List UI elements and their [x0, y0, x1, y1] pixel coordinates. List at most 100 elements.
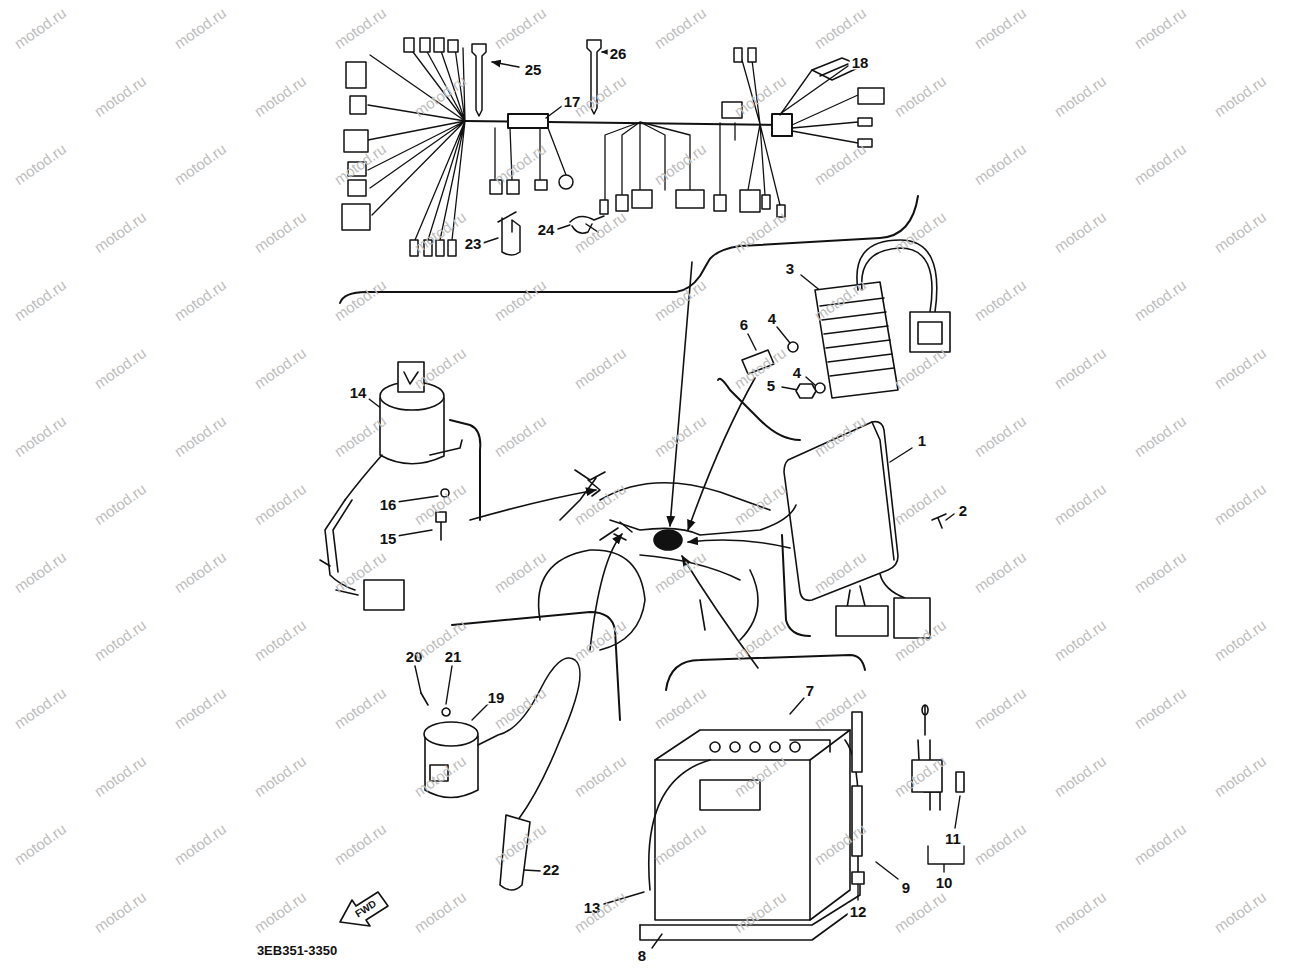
callout-number: 22 [541, 862, 562, 877]
watermark: motod.ru [251, 617, 308, 663]
watermark: motod.ru [651, 685, 708, 731]
callout-number: 26 [608, 46, 629, 61]
watermark: motod.ru [491, 821, 548, 867]
callout-number: 12 [848, 904, 869, 919]
watermark: motod.ru [1131, 277, 1188, 323]
callout-number: 6 [738, 317, 750, 332]
watermark: motod.ru [811, 5, 868, 51]
watermark: motod.ru [11, 277, 68, 323]
watermark: motod.ru [91, 209, 148, 255]
watermark: motod.ru [1211, 753, 1268, 799]
watermark: motod.ru [1131, 141, 1188, 187]
watermark: motod.ru [811, 141, 868, 187]
watermark: motod.ru [571, 209, 628, 255]
watermark: motod.ru [11, 5, 68, 51]
callout-number: 25 [523, 62, 544, 77]
watermark: motod.ru [91, 617, 148, 663]
location-arrows [470, 262, 790, 668]
callout-number: 11 [943, 831, 963, 846]
watermark: motod.ru [11, 549, 68, 595]
callout-number: 24 [536, 222, 557, 237]
watermark: motod.ru [1211, 617, 1268, 663]
watermark: motod.ru [91, 481, 148, 527]
callout-number: 2 [957, 503, 969, 518]
watermark: motod.ru [11, 821, 68, 867]
watermark: motod.ru [651, 277, 708, 323]
watermark: motod.ru [891, 889, 948, 935]
watermark: motod.ru [971, 685, 1028, 731]
watermark: motod.ru [1051, 209, 1108, 255]
watermark: motod.ru [571, 889, 628, 935]
watermark: motod.ru [971, 5, 1028, 51]
watermark: motod.ru [1131, 5, 1188, 51]
watermark: motod.ru [571, 753, 628, 799]
watermark: motod.ru [891, 617, 948, 663]
cdi-unit [784, 422, 946, 638]
callout-number: 1 [916, 433, 928, 448]
watermark: motod.ru [811, 277, 868, 323]
watermark: motod.ru [811, 821, 868, 867]
watermark: motod.ru [171, 821, 228, 867]
watermark: motod.ru [651, 413, 708, 459]
watermark: motod.ru [811, 413, 868, 459]
watermark: motod.ru [1131, 549, 1188, 595]
callout-number: 14 [348, 385, 369, 400]
watermark: motod.ru [251, 209, 308, 255]
watermark: motod.ru [11, 685, 68, 731]
harness-sleeve [508, 114, 548, 128]
watermark: motod.ru [411, 209, 468, 255]
callout-number: 4 [766, 311, 778, 326]
watermark: motod.ru [1131, 821, 1188, 867]
watermark: motod.ru [251, 345, 308, 391]
watermark: motod.ru [891, 345, 948, 391]
watermark: motod.ru [171, 549, 228, 595]
watermark: motod.ru [731, 481, 788, 527]
watermark: motod.ru [171, 5, 228, 51]
watermark: motod.ru [651, 821, 708, 867]
watermark: motod.ru [11, 413, 68, 459]
watermark: motod.ru [731, 345, 788, 391]
watermark: motod.ru [651, 5, 708, 51]
battery [640, 705, 964, 940]
watermark: motod.ru [891, 753, 948, 799]
watermark: motod.ru [1131, 413, 1188, 459]
watermark: motod.ru [1051, 617, 1108, 663]
watermark: motod.ru [1051, 481, 1108, 527]
callout-number: 19 [486, 690, 507, 705]
watermark: motod.ru [731, 209, 788, 255]
watermark: motod.ru [251, 481, 308, 527]
watermark: motod.ru [411, 73, 468, 119]
watermark: motod.ru [331, 141, 388, 187]
watermark: motod.ru [1051, 73, 1108, 119]
watermark: motod.ru [251, 753, 308, 799]
callout-number: 7 [804, 683, 816, 698]
watermark: motod.ru [251, 73, 308, 119]
watermark: motod.ru [571, 481, 628, 527]
diagram-code: 3EB351-3350 [255, 944, 339, 957]
watermark: motod.ru [971, 821, 1028, 867]
watermark: motod.ru [171, 413, 228, 459]
watermark: motod.ru [171, 685, 228, 731]
callout-number: 4 [791, 365, 803, 380]
leader-lines [369, 52, 964, 948]
watermark: motod.ru [891, 209, 948, 255]
watermark: motod.ru [1211, 209, 1268, 255]
watermark: motod.ru [171, 277, 228, 323]
harness-wires [368, 48, 858, 240]
watermark: motod.ru [1211, 889, 1268, 935]
watermark: motod.ru [731, 753, 788, 799]
callout-number: 16 [378, 497, 399, 512]
callout-number: 3 [784, 261, 796, 276]
watermark: motod.ru [491, 549, 548, 595]
watermark: motod.ru [891, 481, 948, 527]
watermark: motod.ru [331, 685, 388, 731]
watermark: motod.ru [1051, 889, 1108, 935]
watermark: motod.ru [731, 889, 788, 935]
watermark: motod.ru [1211, 73, 1268, 119]
callout-number: 15 [378, 531, 399, 546]
watermark: motod.ru [331, 413, 388, 459]
forward-arrow [340, 892, 388, 926]
watermark: motod.ru [731, 73, 788, 119]
callout-number: 18 [850, 55, 871, 70]
